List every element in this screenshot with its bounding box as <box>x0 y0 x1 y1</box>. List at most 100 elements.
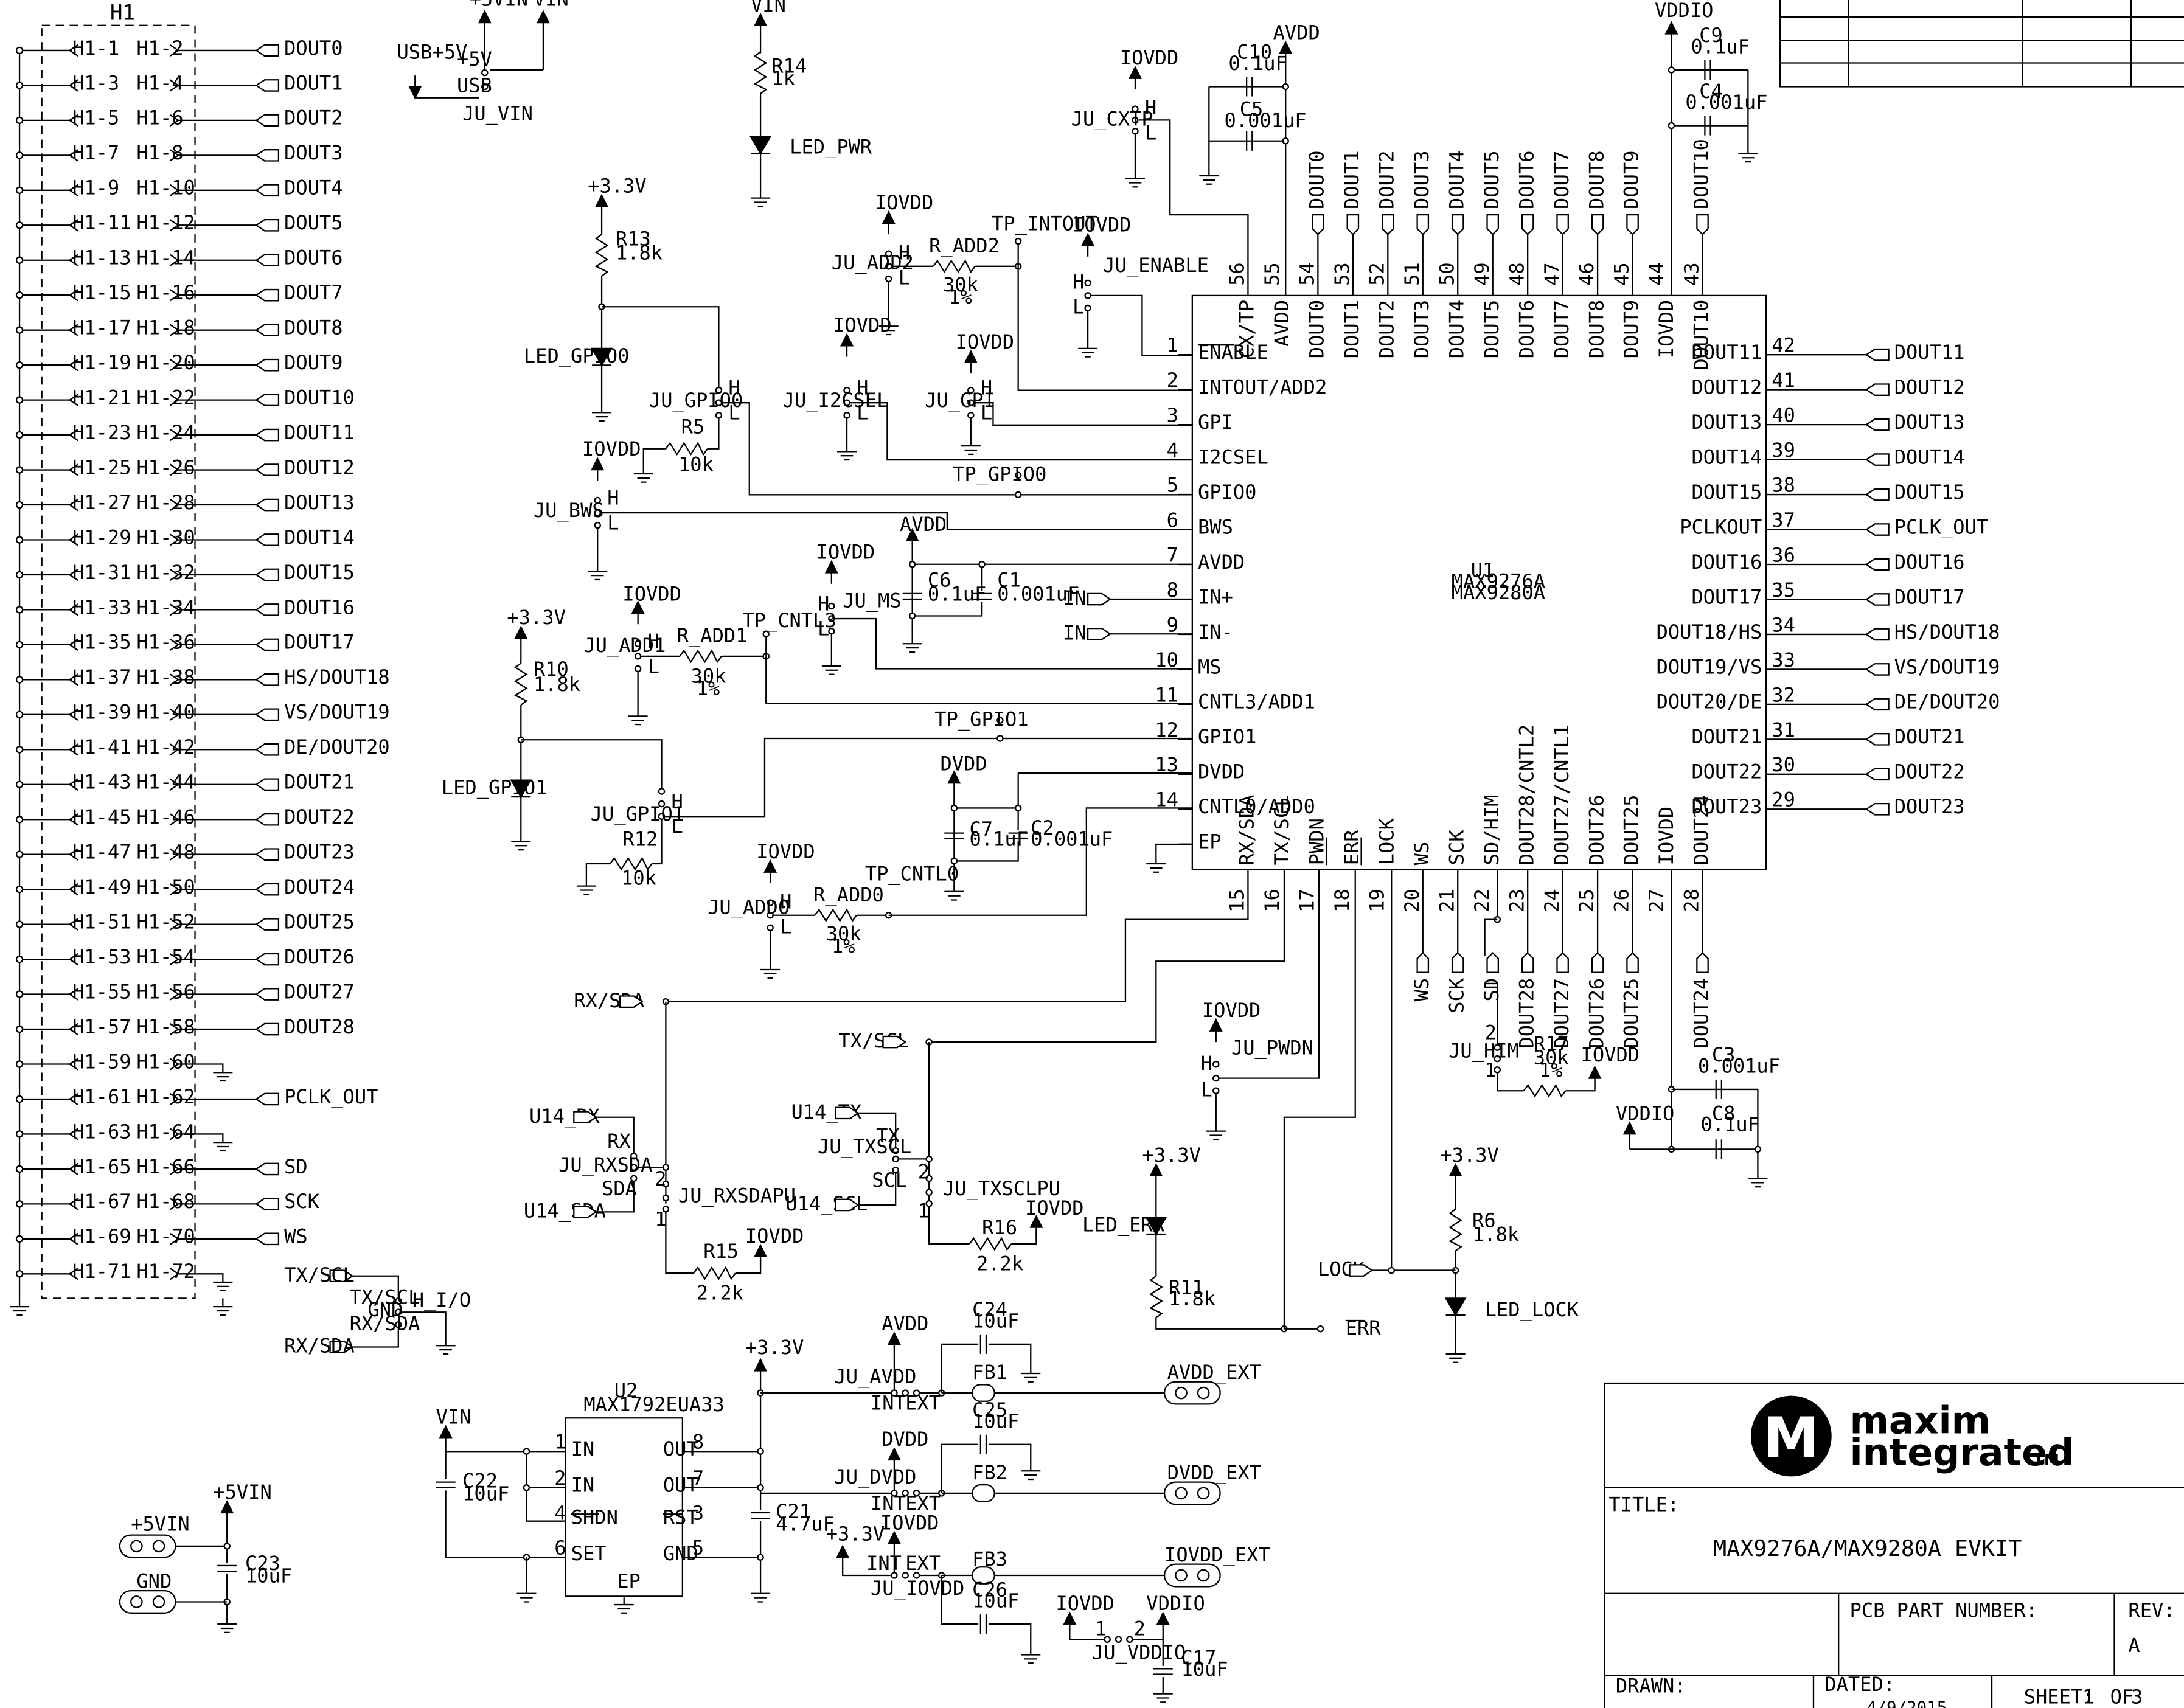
svg-text:TP_INTOUT: TP_INTOUT <box>992 212 1097 235</box>
svg-text:JU_GPIO1: JU_GPIO1 <box>591 802 684 825</box>
h1-net-label: DOUT25 <box>284 910 355 933</box>
svg-text:C25: C25 <box>972 1398 1007 1422</box>
h1-net-label: DOUT22 <box>284 805 355 828</box>
svg-text:C6: C6 <box>928 568 951 591</box>
svg-text:L: L <box>648 654 659 678</box>
h1-net-label: DOUT28 <box>284 1015 355 1038</box>
svg-text:H: H <box>1073 270 1084 293</box>
svg-text:8: 8 <box>692 1431 704 1454</box>
u1-pin-name: RX/SDA <box>1236 795 1259 866</box>
svg-text:RX/SDA: RX/SDA <box>284 1335 355 1358</box>
svg-text:AVDD: AVDD <box>882 1312 928 1335</box>
h1-even-pin-label: H1-72 <box>136 1260 195 1283</box>
svg-text:USB: USB <box>457 74 492 97</box>
u1-pin-number: 25 <box>1575 889 1598 912</box>
svg-text:AVDD_EXT: AVDD_EXT <box>1167 1361 1261 1384</box>
svg-text:1: 1 <box>918 1199 930 1223</box>
svg-text:2.2k: 2.2k <box>976 1252 1023 1276</box>
svg-text:DVDD: DVDD <box>882 1428 928 1451</box>
h1-net-label: DOUT0 <box>284 36 343 60</box>
u1-bottom-net-label: SCK <box>1445 977 1468 1013</box>
h1-odd-pin-label: H1-5 <box>72 106 119 130</box>
h1-even-pin-label: H1-42 <box>136 735 195 759</box>
svg-text:REV:: REV: <box>2128 1599 2175 1622</box>
svg-text:FB1: FB1 <box>972 1361 1007 1384</box>
svg-text:SDA: SDA <box>602 1177 637 1200</box>
svg-text:JU_AVDD: JU_AVDD <box>834 1365 916 1388</box>
svg-text:MAX1792EUA33: MAX1792EUA33 <box>583 1393 725 1416</box>
svg-text:AVDD: AVDD <box>900 513 947 536</box>
u1-net-label: DOUT21 <box>1894 725 1965 748</box>
svg-text:TP_CNTL3: TP_CNTL3 <box>742 609 836 632</box>
svg-text:R15: R15 <box>703 1240 739 1263</box>
svg-text:H: H <box>1201 1052 1212 1075</box>
u1-pin-name: DOUT24 <box>1690 795 1713 866</box>
h1-even-pin-label: H1-44 <box>136 771 195 794</box>
h1-even-pin-label: H1-28 <box>136 491 195 514</box>
svg-text:H: H <box>607 486 619 509</box>
h1-net-label: HS/DOUT18 <box>284 665 390 689</box>
svg-text:IOVDD: IOVDD <box>1055 1592 1114 1615</box>
svg-text:L: L <box>981 401 992 425</box>
svg-text:5: 5 <box>692 1536 704 1560</box>
svg-text:H: H <box>1145 96 1156 119</box>
svg-text:TP_GPIO1: TP_GPIO1 <box>934 707 1028 731</box>
u1-pin-name: DOUT1 <box>1340 300 1363 358</box>
u1-pin-name: CNTL0/ADD0 <box>1198 795 1315 818</box>
h1-net-label: WS <box>284 1225 308 1248</box>
u1-pin-number: 31 <box>1772 718 1795 741</box>
h1-odd-pin-label: H1-45 <box>72 805 131 828</box>
svg-text:GND: GND <box>663 1542 698 1565</box>
svg-text:L: L <box>1145 121 1156 144</box>
u1-pin-number: 6 <box>1167 509 1178 532</box>
svg-text:A: A <box>2128 1634 2140 1657</box>
gpio0-led: +3.3V R13 1.8k LED_GPIO0 H L JU_GPIO0 R5… <box>524 174 1192 499</box>
avdd-decoupling: AVDD C10 0.1uF C5 0.001uF <box>1198 21 1320 296</box>
svg-text:0.001uF: 0.001uF <box>997 582 1079 605</box>
svg-text:SHEET:: SHEET: <box>2024 1685 2095 1708</box>
u1-pin-number: 53 <box>1330 262 1354 286</box>
h1-odd-pin-label: H1-25 <box>72 456 131 479</box>
him-jumper: 2 1 JU_HIM IOVDD R17 30k 1% <box>1448 869 1640 1097</box>
svg-text:+3.3V: +3.3V <box>507 606 565 629</box>
svg-text:JU_MS: JU_MS <box>843 589 901 613</box>
h1-net-label: DOUT2 <box>284 106 343 130</box>
h1-ref: H1 <box>110 1 135 26</box>
h1-even-pin-label: H1-20 <box>136 351 195 374</box>
u1-pin-name: I2CSEL <box>1198 445 1268 468</box>
svg-text:4/9/2015: 4/9/2015 <box>1866 1699 1947 1708</box>
h1-net-label: DOUT4 <box>284 176 343 200</box>
svg-text:IOVDD: IOVDD <box>833 313 891 336</box>
svg-text:DRAWN:: DRAWN: <box>1616 1674 1686 1697</box>
h1-odd-pin-label: H1-21 <box>72 386 131 409</box>
h1-even-pin-label: H1-56 <box>136 980 195 1003</box>
svg-text:IOVDD: IOVDD <box>622 582 681 605</box>
u1-pin-number: 55 <box>1261 262 1284 286</box>
h1-net-label: DOUT27 <box>284 980 355 1003</box>
svg-text:JU_TXSCLPU: JU_TXSCLPU <box>943 1177 1060 1200</box>
svg-text:PCB PART NUMBER:: PCB PART NUMBER: <box>1850 1599 2038 1622</box>
u1-pin-name: PWDN <box>1306 818 1329 865</box>
svg-text:1%: 1% <box>948 286 972 309</box>
svg-text:JU_RXSDAPU: JU_RXSDAPU <box>678 1184 796 1207</box>
svg-text:+3.3V: +3.3V <box>1440 1144 1498 1167</box>
u1-pin-number: 41 <box>1772 369 1795 392</box>
u1-pin-number: 30 <box>1772 753 1795 776</box>
u1-pin-number: 56 <box>1226 262 1249 286</box>
u1-net-label: DOUT12 <box>1894 376 1965 399</box>
svg-text:C2: C2 <box>1031 816 1054 839</box>
u1-pin-name: PCLKOUT <box>1680 515 1762 538</box>
svg-text:1%: 1% <box>832 935 855 958</box>
svg-text:JU_CXTP: JU_CXTP <box>1071 108 1153 131</box>
svg-text:SHDN: SHDN <box>571 1505 618 1529</box>
svg-text:H: H <box>672 790 683 813</box>
u1-top-net-label: DOUT10 <box>1690 139 1713 209</box>
usb-vin-jumper: USB+5V +5VIN VIN +5V USB JU_VIN <box>397 0 569 125</box>
svg-text:3: 3 <box>692 1501 704 1524</box>
h1-odd-pin-label: H1-67 <box>72 1190 131 1213</box>
svg-text:VIN: VIN <box>751 0 786 16</box>
svg-text:+5V: +5V <box>457 47 492 71</box>
add0-jumper: IOVDD H L JU_ADD0 R_ADD0 30k 1% TP_CNTL0 <box>708 807 1192 979</box>
u1-pin-name: IN- <box>1198 620 1233 644</box>
